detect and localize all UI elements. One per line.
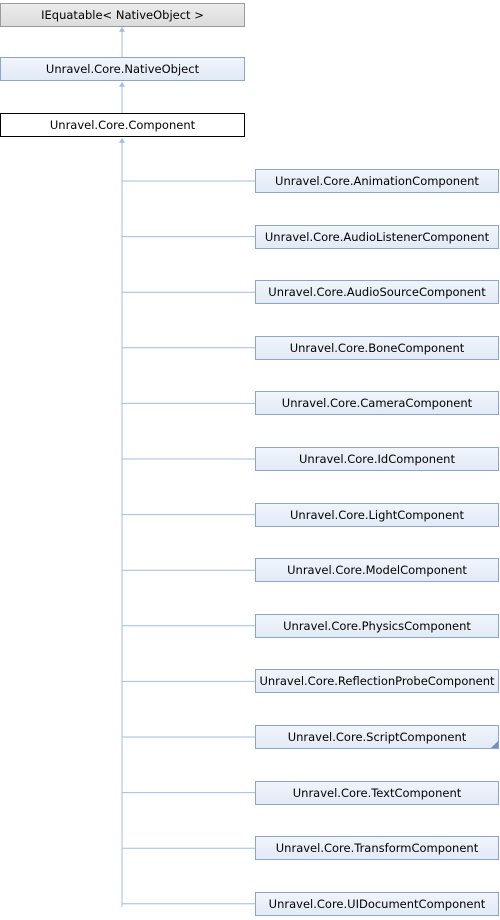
node-script-component[interactable]: Unravel.Core.ScriptComponent [255, 725, 499, 749]
node-animation-component[interactable]: Unravel.Core.AnimationComponent [255, 169, 499, 193]
node-audio-source-component[interactable]: Unravel.Core.AudioSourceComponent [255, 280, 499, 305]
node-component: Unravel.Core.Component [0, 113, 245, 137]
node-model-component[interactable]: Unravel.Core.ModelComponent [255, 558, 499, 583]
node-text-component[interactable]: Unravel.Core.TextComponent [255, 780, 499, 805]
node-light-component[interactable]: Unravel.Core.LightComponent [255, 502, 499, 527]
node-transform-component[interactable]: Unravel.Core.TransformComponent [255, 836, 499, 861]
node-physics-component[interactable]: Unravel.Core.PhysicsComponent [255, 613, 499, 638]
node-audio-listener-component[interactable]: Unravel.Core.AudioListenerComponent [255, 224, 499, 249]
node-reflection-probe-component[interactable]: Unravel.Core.ReflectionProbeComponent [255, 669, 499, 694]
node-ui-document-component[interactable]: Unravel.Core.UIDocumentComponent [255, 891, 499, 916]
derived-branches [122, 180, 255, 905]
node-camera-component[interactable]: Unravel.Core.CameraComponent [255, 391, 499, 416]
node-iequatable: IEquatable< NativeObject > [0, 3, 245, 27]
node-id-component[interactable]: Unravel.Core.IdComponent [255, 447, 499, 471]
node-bone-component[interactable]: Unravel.Core.BoneComponent [255, 335, 499, 360]
node-native-object[interactable]: Unravel.Core.NativeObject [0, 57, 245, 81]
